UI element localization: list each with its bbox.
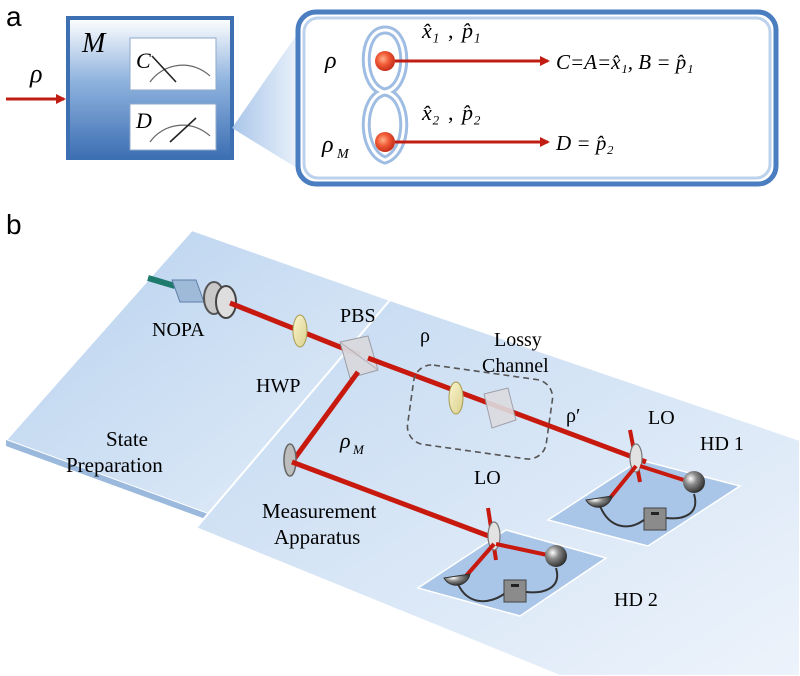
pbs-diagonal [339, 341, 379, 371]
rho-label: ρ [420, 325, 430, 347]
hd1-label: HD 1 [700, 433, 744, 455]
hwp-label: HWP [256, 375, 300, 397]
entanglement-loop-highlight [364, 28, 406, 162]
hd2-beam-left [464, 542, 496, 578]
beam-pbs-down [289, 370, 361, 464]
nopa-mirror-2 [215, 285, 237, 319]
equation-1: C=A=x̂₁, B = p̂₁ [556, 50, 694, 74]
hwp-waveplate [292, 314, 308, 348]
hd2-cable-left [457, 583, 505, 603]
input-rho-label: ρ [29, 59, 42, 88]
meter-d-arc [149, 124, 211, 143]
lossy-waveplate [448, 381, 464, 415]
meter-d-needle [169, 117, 197, 143]
hd2-label: HD 2 [614, 589, 658, 611]
quad-2-comma: , [448, 100, 454, 125]
hd1-detector-left [585, 495, 613, 508]
lossy-pbs [483, 387, 517, 429]
state-label-2: Preparation [66, 453, 163, 477]
measurement-label-1: Measurement [262, 499, 376, 523]
hd1-detector-right [683, 471, 705, 493]
meter-d-label: D [135, 108, 152, 133]
hd2-electronics-box [503, 579, 527, 603]
panel-b-label: b [6, 209, 22, 240]
mode-1-rho: ρ [324, 48, 337, 74]
hd2-detector-right [545, 545, 567, 567]
mode-2-rho: ρ [321, 132, 334, 158]
hd2-cable-right [525, 567, 559, 594]
pump-fiber [147, 275, 176, 289]
callout-wedge [232, 30, 300, 170]
rho-m-label: ρ [339, 428, 351, 453]
quad-1-comma: , [448, 18, 454, 43]
measurement-label-2: Apparatus [274, 525, 360, 549]
meter-d-dial [129, 103, 217, 151]
lo2-label: LO [474, 467, 501, 489]
quad-2-x: x̂₂ [421, 100, 440, 125]
quad-2-p: p̂₂ [460, 100, 481, 125]
lo1-label: LO [648, 407, 675, 429]
hd1-cable-left [599, 505, 645, 528]
callout-inner-border [302, 16, 772, 180]
meter-c-needle [151, 55, 177, 83]
meter-c-dial [129, 37, 217, 91]
mode-2-rho-subscript: M [336, 147, 350, 162]
box-label-m: M [81, 28, 107, 59]
meter-c-arc [149, 64, 211, 83]
hd1-cable-right [665, 493, 697, 520]
hd1-beam-right [639, 464, 691, 484]
lossy-channel-box [406, 364, 554, 460]
rho-m-mirror [283, 443, 297, 477]
hd1-electronics-box [643, 507, 667, 531]
quad-1-p: p̂₁ [460, 18, 481, 43]
rho-prime-label: ρ′ [566, 405, 580, 427]
nopa-label: NOPA [152, 319, 205, 341]
panel-a-label: a [6, 1, 22, 32]
hd2-detector-left [443, 573, 471, 586]
mode-2-dot [375, 132, 395, 152]
hd1-electronics-slot [651, 512, 659, 515]
meter-c-label: C [136, 48, 151, 73]
rho-m-subscript: M [352, 442, 365, 457]
beam-rho-m [291, 459, 495, 541]
state-label-1: State [106, 427, 148, 451]
measurement-table [194, 298, 800, 676]
quad-1-x: x̂₁ [421, 18, 439, 43]
pbs-label: PBS [340, 305, 376, 327]
mode-1-dot [375, 51, 395, 71]
equation-2: D = p̂₂ [555, 131, 614, 155]
lossy-label-2: Channel [482, 355, 549, 377]
hd2-beam-right [495, 542, 553, 558]
hd1-beamsplitter [629, 443, 643, 473]
lossy-label-1: Lossy [494, 329, 542, 351]
hd2-electronics-slot [511, 584, 519, 587]
hd1-beam-left [608, 464, 638, 500]
state-preparation-table-edge [6, 440, 230, 528]
